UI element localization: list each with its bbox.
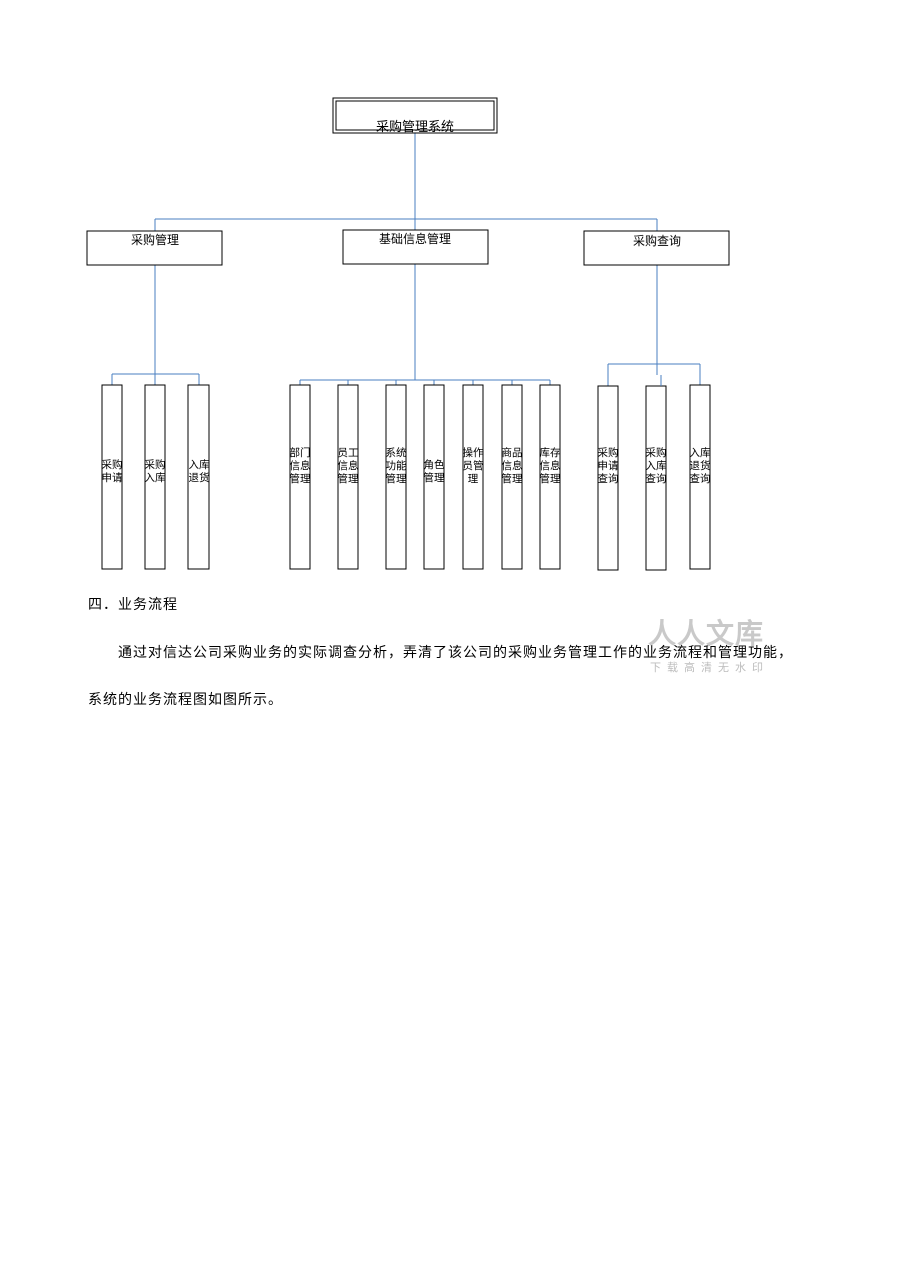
leaf-box [101, 384, 123, 570]
leaf-label-line: 信息 [502, 459, 523, 472]
leaf-label-line: 查询 [598, 472, 619, 485]
leaf-label: 采购入库查询 [646, 446, 667, 485]
group-node-3-label: 采购查询 [633, 233, 681, 248]
leaf-label-line: 申请 [598, 459, 619, 472]
leaf-box [597, 385, 619, 571]
leaf-box [289, 384, 311, 570]
paragraph-line-1: 通过对信达公司采购业务的实际调查分析，弄清了该公司的采购业务管理工作的业务流程和… [118, 645, 793, 661]
leaf-label-line: 管理 [424, 471, 445, 484]
leaf-label: 库存信息管理 [540, 446, 561, 485]
connector-lines [111, 133, 701, 386]
leaf-label: 采购申请 [102, 458, 123, 484]
leaf-label-line: 信息 [540, 459, 561, 472]
group-node-1: 采购管理 [86, 230, 223, 266]
leaf-label: 入库退货查询 [690, 446, 711, 485]
root-node-inner-border [335, 100, 495, 131]
leaf-box [462, 384, 484, 570]
leaf-nodes [101, 384, 711, 571]
leaf-label-line: 申请 [102, 471, 123, 484]
leaf-box [385, 384, 407, 570]
group-node-1-label: 采购管理 [131, 232, 179, 247]
leaf-label-line: 查询 [646, 472, 667, 485]
leaf-label-line: 信息 [338, 459, 359, 472]
leaf-label-line: 员工 [338, 447, 359, 459]
leaf-box [501, 384, 523, 570]
leaf-label: 商品信息管理 [502, 446, 523, 485]
leaf-label-line: 信息 [290, 459, 311, 472]
group-node-2: 基础信息管理 [342, 229, 489, 265]
leaf-box [337, 384, 359, 570]
leaf-label-line: 管理 [338, 472, 359, 485]
root-node-label: 采购管理系统 [376, 119, 454, 135]
leaf-label-line: 退货 [690, 459, 711, 472]
leaf-label-line: 系统 [386, 446, 407, 459]
leaf-label-line: 员管 [463, 459, 484, 472]
section-heading: 四．业务流程 [88, 597, 178, 613]
leaf-label-line: 管理 [502, 472, 523, 485]
group-node-2-box [342, 229, 489, 265]
leaf-label: 部门信息管理 [290, 446, 311, 485]
group-node-3: 采购查询 [583, 230, 730, 266]
leaf-label: 入库退货 [189, 458, 210, 484]
leaf-label-line: 采购 [598, 446, 619, 459]
leaf-box [539, 384, 561, 570]
leaf-label: 采购入库 [145, 458, 166, 484]
leaf-box [423, 384, 445, 570]
leaf-label-line: 角色 [424, 458, 445, 471]
leaf-label-line: 管理 [386, 472, 407, 485]
leaf-box [645, 385, 667, 571]
leaf-label-line: 管理 [290, 472, 311, 485]
leaf-label-line: 入库 [145, 471, 166, 484]
leaf-label-line: 采购 [102, 458, 123, 471]
leaf-label-line: 入库 [189, 458, 210, 471]
leaf-label-line: 管理 [540, 472, 561, 485]
leaf-label-line: 采购 [646, 446, 667, 459]
leaf-label-line: 采购 [145, 458, 166, 471]
leaf-label-line: 商品 [502, 446, 523, 459]
leaf-label: 系统功能管理 [386, 446, 407, 485]
leaf-label-line: 查询 [690, 472, 711, 485]
leaf-box [689, 384, 711, 570]
group-node-3-box [583, 230, 730, 266]
leaf-label: 角色管理 [424, 458, 445, 484]
org-chart-diagram: 采购管理系统 采购管理 基础信息管理 采购查询 采购申请采购入库入库退货部门信息… [86, 97, 730, 571]
leaf-label-line: 入库 [646, 459, 667, 472]
leaf-label-line: 功能 [386, 459, 407, 472]
leaf-label-line: 入库 [690, 446, 711, 459]
leaf-label: 采购申请查询 [598, 446, 619, 485]
group-node-1-box [86, 230, 223, 266]
watermark-subtitle: 下载高清无水印 [650, 661, 769, 674]
group-node-2-label: 基础信息管理 [379, 231, 451, 246]
watermark-logo-text: 人人文库 [648, 617, 765, 650]
leaf-label: 员工信息管理 [338, 447, 359, 485]
leaf-label-line: 库存 [540, 446, 561, 459]
paragraph-line-2: 系统的业务流程图如图所示。 [88, 692, 283, 708]
leaf-label-line: 退货 [189, 471, 210, 484]
leaf-labels: 采购申请采购入库入库退货部门信息管理员工信息管理系统功能管理角色管理操作员管理商… [102, 446, 711, 485]
leaf-label: 操作员管理 [463, 446, 484, 485]
leaf-box [187, 384, 210, 570]
root-node: 采购管理系统 [332, 97, 498, 135]
root-node-outer-border [332, 97, 498, 134]
leaf-box [144, 384, 166, 570]
leaf-label-line: 理 [468, 473, 479, 485]
leaf-label-line: 操作 [463, 446, 484, 459]
leaf-label-line: 部门 [290, 446, 311, 459]
